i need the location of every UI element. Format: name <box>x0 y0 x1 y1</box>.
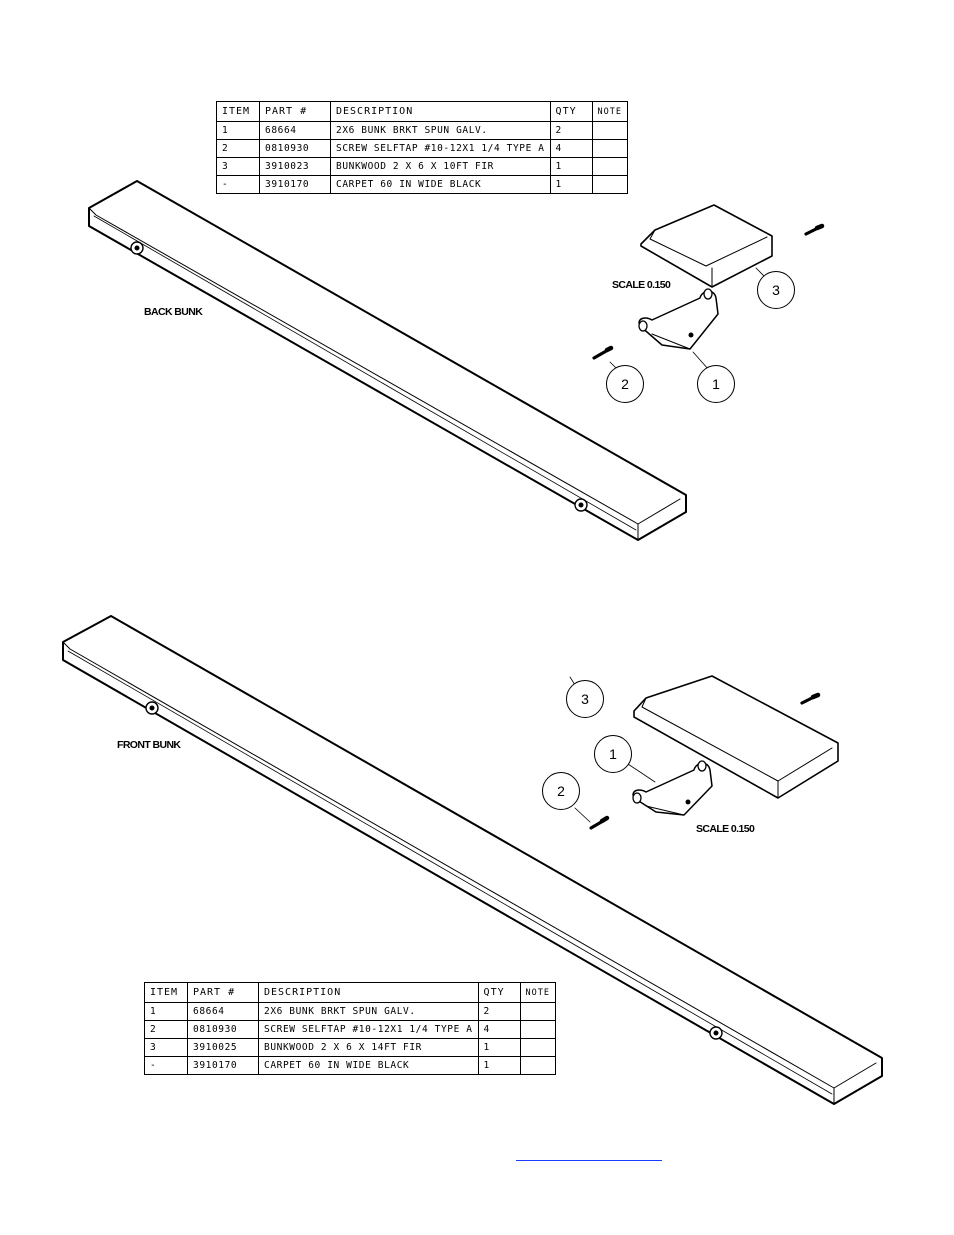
bom-cell-item: 2 <box>216 139 260 158</box>
bom-cell-description: SCREW SELFTAP #10-12X1 1/4 TYPE A <box>258 1020 479 1039</box>
bom-cell-qty: 2 <box>477 1002 521 1021</box>
footer-link[interactable] <box>516 1157 662 1161</box>
bom-header-note: NOTE <box>591 101 629 122</box>
bom-cell-item: - <box>216 175 260 194</box>
front-balloon-bracket: 1 <box>594 735 632 773</box>
bom-cell-part: 68664 <box>187 1002 259 1021</box>
bom-cell-note <box>591 139 629 158</box>
bom-cell-description: BUNKWOOD 2 X 6 X 10FT FIR <box>330 157 551 176</box>
back-balloon-bracket: 1 <box>697 365 735 403</box>
bom-cell-part: 3910023 <box>259 157 331 176</box>
bom-cell-part: 68664 <box>259 121 331 140</box>
bom-header-description: DESCRIPTION <box>330 101 551 122</box>
bom-header-row: ITEM PART # DESCRIPTION QTY NOTE <box>216 101 629 122</box>
bom-cell-note <box>591 157 629 176</box>
table-row: 2 0810930 SCREW SELFTAP #10-12X1 1/4 TYP… <box>216 139 629 158</box>
front-bunk-board <box>62 615 883 1105</box>
bom-cell-item: 2 <box>144 1020 188 1039</box>
bom-cell-part: 3910170 <box>187 1056 259 1075</box>
bom-cell-description: 2X6 BUNK BRKT SPUN GALV. <box>258 1002 479 1021</box>
back-scale-label: SCALE 0.150 <box>612 279 671 291</box>
bom-cell-item: - <box>144 1056 188 1075</box>
bom-header-item: ITEM <box>144 982 188 1003</box>
table-row: 1 68664 2X6 BUNK BRKT SPUN GALV. 2 <box>216 121 629 140</box>
front-screw-2 <box>589 815 610 830</box>
back-bunk-board <box>88 180 687 541</box>
bom-header-part: PART # <box>259 101 331 122</box>
bom-cell-qty: 4 <box>477 1020 521 1039</box>
bom-cell-item: 1 <box>216 121 260 140</box>
table-row: 1 68664 2X6 BUNK BRKT SPUN GALV. 2 <box>144 1002 557 1021</box>
bom-cell-part: 0810930 <box>259 139 331 158</box>
bom-header-qty: QTY <box>477 982 521 1003</box>
bom-cell-part: 0810930 <box>187 1020 259 1039</box>
bom-cell-note <box>591 175 629 194</box>
bom-cell-qty: 1 <box>549 175 593 194</box>
front-screw-top <box>800 692 821 705</box>
back-bunkwood-block <box>640 204 773 288</box>
front-balloon-screw: 2 <box>542 772 580 810</box>
bom-header-qty: QTY <box>549 101 593 122</box>
front-balloon-bunkwood: 3 <box>566 680 604 718</box>
back-bracket <box>638 288 719 350</box>
bom-header-row: ITEM PART # DESCRIPTION QTY NOTE <box>144 982 557 1003</box>
bom-cell-item: 1 <box>144 1002 188 1021</box>
bom-cell-description: 2X6 BUNK BRKT SPUN GALV. <box>330 121 551 140</box>
bom-cell-note <box>519 1002 557 1021</box>
bom-cell-note <box>519 1056 557 1075</box>
back-balloon-bunkwood: 3 <box>757 271 795 309</box>
table-row: - 3910170 CARPET 60 IN WIDE BLACK 1 <box>216 175 629 194</box>
back-bunk-label: BACK BUNK <box>144 306 203 318</box>
bom-cell-note <box>519 1038 557 1057</box>
bom-cell-qty: 1 <box>477 1056 521 1075</box>
back-screw-top <box>804 223 825 236</box>
front-bunk-label: FRONT BUNK <box>117 739 181 751</box>
bom-cell-item: 3 <box>216 157 260 176</box>
bom-cell-part: 3910170 <box>259 175 331 194</box>
front-bracket <box>632 760 713 816</box>
bom-header-note: NOTE <box>519 982 557 1003</box>
front-bom-table: ITEM PART # DESCRIPTION QTY NOTE 1 68664… <box>144 982 557 1075</box>
bom-cell-qty: 2 <box>549 121 593 140</box>
table-row: - 3910170 CARPET 60 IN WIDE BLACK 1 <box>144 1056 557 1075</box>
bom-header-description: DESCRIPTION <box>258 982 479 1003</box>
bom-cell-qty: 1 <box>549 157 593 176</box>
table-row: 2 0810930 SCREW SELFTAP #10-12X1 1/4 TYP… <box>144 1020 557 1039</box>
bom-cell-qty: 4 <box>549 139 593 158</box>
bom-cell-part: 3910025 <box>187 1038 259 1057</box>
front-bunkwood-block <box>633 675 839 799</box>
bom-header-part: PART # <box>187 982 259 1003</box>
back-screw-2 <box>592 345 614 360</box>
table-row: 3 3910025 BUNKWOOD 2 X 6 X 14FT FIR 1 <box>144 1038 557 1057</box>
bom-cell-note <box>591 121 629 140</box>
bom-cell-item: 3 <box>144 1038 188 1057</box>
bom-header-item: ITEM <box>216 101 260 122</box>
front-scale-label: SCALE 0.150 <box>696 823 755 835</box>
bom-cell-note <box>519 1020 557 1039</box>
back-bom-table: ITEM PART # DESCRIPTION QTY NOTE 1 68664… <box>216 101 629 194</box>
bom-cell-qty: 1 <box>477 1038 521 1057</box>
table-row: 3 3910023 BUNKWOOD 2 X 6 X 10FT FIR 1 <box>216 157 629 176</box>
bom-cell-description: CARPET 60 IN WIDE BLACK <box>258 1056 479 1075</box>
bom-cell-description: SCREW SELFTAP #10-12X1 1/4 TYPE A <box>330 139 551 158</box>
bom-cell-description: CARPET 60 IN WIDE BLACK <box>330 175 551 194</box>
bom-cell-description: BUNKWOOD 2 X 6 X 14FT FIR <box>258 1038 479 1057</box>
back-balloon-screw: 2 <box>606 365 644 403</box>
